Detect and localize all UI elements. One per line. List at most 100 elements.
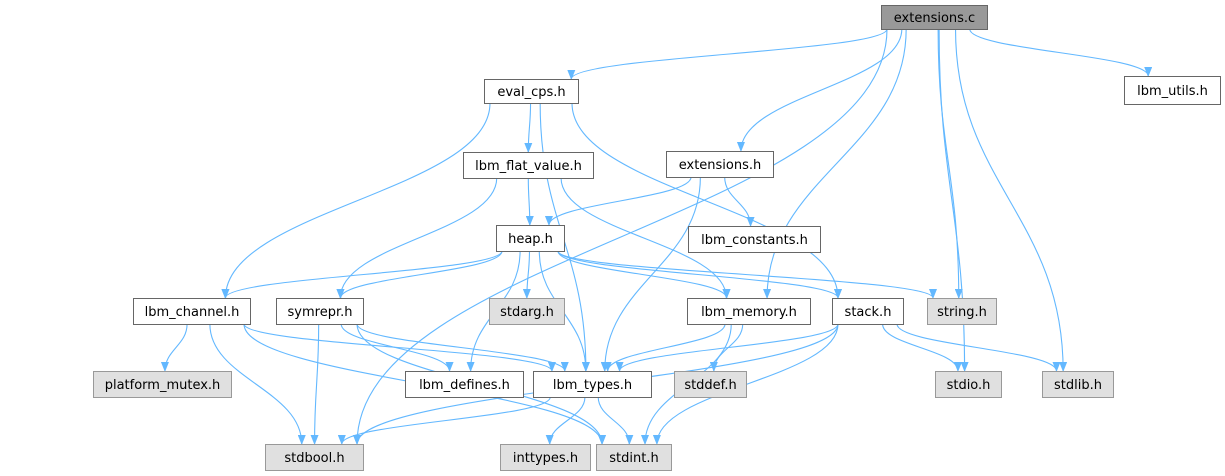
edge-extensions-c-to-lbm-memory-h <box>763 28 907 299</box>
node-lbm-flat-value-h[interactable]: lbm_flat_value.h <box>463 152 594 179</box>
node-lbm-defines-h[interactable]: lbm_defines.h <box>405 371 524 398</box>
edge-lbm-channel-h-to-lbm-types-h <box>243 323 556 372</box>
edge-extensions-c-to-string-h <box>937 28 963 299</box>
edge-symrepr-h-to-lbm-types-h <box>356 323 569 372</box>
edge-line <box>209 323 306 445</box>
edge-line <box>557 250 842 299</box>
node-box <box>935 371 1002 398</box>
node-extensions-c: extensions.c <box>881 5 988 30</box>
node-box <box>1042 371 1114 398</box>
node-box <box>832 298 904 325</box>
edge-line <box>969 28 1153 77</box>
edge-line <box>652 323 839 445</box>
edge-line <box>221 102 491 299</box>
edge-extensions-c-to-stdlib-h <box>954 28 1068 372</box>
node-stdlib-h: stdlib.h <box>1042 371 1114 398</box>
edge-extensions-c-to-lbm-utils-h <box>969 28 1153 77</box>
node-stddef-h: stddef.h <box>674 371 747 398</box>
node-label: lbm_types.h <box>553 378 632 393</box>
node-inttypes-h: inttypes.h <box>500 444 591 471</box>
edge-lbm-channel-h-to-stdbool-h <box>209 323 306 445</box>
node-label: heap.h <box>508 232 553 247</box>
node-label: stdio.h <box>947 378 991 393</box>
edge-stack-h-to-lbm-types-h <box>615 323 839 372</box>
node-string-h: string.h <box>927 298 997 325</box>
node-label: platform_mutex.h <box>105 378 221 393</box>
node-label: stdint.h <box>609 451 658 466</box>
edge-line <box>557 250 937 299</box>
edge-line <box>724 176 755 227</box>
node-label: stdbool.h <box>284 451 344 466</box>
node-label: lbm_channel.h <box>145 305 240 320</box>
node-label: lbm_flat_value.h <box>475 159 582 174</box>
node-label: lbm_constants.h <box>701 233 808 248</box>
node-label: string.h <box>937 305 987 320</box>
node-heap-h[interactable]: heap.h <box>496 225 565 252</box>
node-label: extensions.h <box>679 158 762 173</box>
node-box <box>93 371 232 398</box>
node-box <box>500 444 591 471</box>
edge-line <box>882 323 962 372</box>
node-label: lbm_utils.h <box>1137 84 1208 99</box>
edge-line <box>597 396 634 445</box>
edge-line <box>522 250 531 299</box>
node-box <box>496 225 565 252</box>
edge-line <box>557 250 731 299</box>
node-stdarg-h: stdarg.h <box>489 298 565 325</box>
node-platform-mutex-h: platform_mutex.h <box>93 371 232 398</box>
edge-line <box>160 323 188 372</box>
edge-lbm-types-h-to-stdint-h <box>597 396 634 445</box>
edge-line <box>736 28 903 152</box>
node-symrepr-h[interactable]: symrepr.h <box>276 298 364 325</box>
edge-line <box>310 323 320 445</box>
edge-extensions-c-to-stdbool-h <box>353 28 888 445</box>
node-label: stack.h <box>845 305 892 320</box>
edge-eval-cps-h-to-lbm-channel-h <box>221 102 491 299</box>
node-label: eval_cps.h <box>497 85 565 100</box>
edge-line <box>763 28 907 299</box>
edge-line <box>545 396 586 445</box>
edge-line <box>937 28 963 299</box>
edge-stack-h-to-stdint-h <box>652 323 839 445</box>
edge-line <box>353 28 888 445</box>
node-stack-h[interactable]: stack.h <box>832 298 904 325</box>
edge-symrepr-h-to-stdbool-h <box>310 323 320 445</box>
node-label: stddef.h <box>684 378 736 393</box>
node-lbm-memory-h[interactable]: lbm_memory.h <box>687 298 811 325</box>
node-lbm-utils-h[interactable]: lbm_utils.h <box>1124 76 1221 105</box>
edge-heap-h-to-symrepr-h <box>336 250 503 299</box>
edge-heap-h-to-lbm-channel-h <box>221 250 503 299</box>
edge-extensions-c-to-eval-cps-h <box>567 28 888 80</box>
node-lbm-constants-h[interactable]: lbm_constants.h <box>688 226 821 253</box>
edge-line <box>524 102 533 153</box>
node-box <box>265 444 364 471</box>
edge-lbm-flat-value-h-to-heap-h <box>525 177 534 226</box>
edge-lbm-flat-value-h-to-symrepr-h <box>336 177 498 299</box>
node-lbm-channel-h[interactable]: lbm_channel.h <box>133 298 251 325</box>
node-box <box>688 226 821 253</box>
edge-line <box>571 102 842 299</box>
edge-heap-h-to-string-h <box>557 250 937 299</box>
edge-lbm-flat-value-h-to-lbm-memory-h <box>560 177 731 299</box>
node-eval-cps-h[interactable]: eval_cps.h <box>484 79 579 104</box>
node-lbm-types-h[interactable]: lbm_types.h <box>533 371 652 398</box>
node-label: stdlib.h <box>1054 378 1102 393</box>
edge-line <box>603 323 726 372</box>
edge-extensions-h-to-heap-h <box>545 176 692 226</box>
edge-line <box>221 250 503 299</box>
node-extensions-h[interactable]: extensions.h <box>666 151 774 178</box>
edge-extensions-h-to-lbm-constants-h <box>724 176 755 227</box>
node-box <box>674 371 747 398</box>
edge-lbm-memory-h-to-lbm-types-h <box>603 323 726 372</box>
edge-line <box>336 250 503 299</box>
edge-stack-h-to-stdlib-h <box>896 323 1061 372</box>
node-box <box>533 371 652 398</box>
edge-heap-h-to-lbm-memory-h <box>557 250 731 299</box>
edge-line <box>340 323 454 372</box>
nodes-layer: extensions.c eval_cps.h lbm_utils.h lbm_fla… <box>93 5 1221 471</box>
node-box <box>1124 76 1221 105</box>
edge-line <box>243 323 556 372</box>
node-box <box>484 79 579 104</box>
node-box <box>133 298 251 325</box>
edge-line <box>336 177 498 299</box>
